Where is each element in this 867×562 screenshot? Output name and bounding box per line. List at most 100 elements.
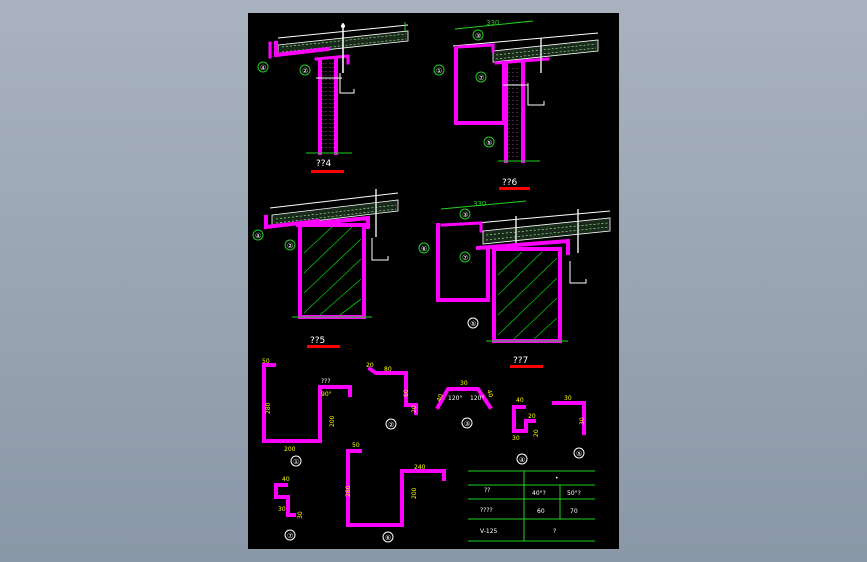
profile-2: 20 80 60 20 ② — [366, 362, 418, 430]
flashing-left — [274, 41, 331, 58]
wall-infill — [322, 63, 334, 151]
callout-label: ⑦ — [287, 532, 293, 540]
detail-5: ④ ② ??5 — [252, 189, 399, 348]
table-cell: 60 — [537, 508, 545, 515]
callout-circle — [290, 455, 302, 467]
concrete-hatch — [497, 251, 558, 340]
parapet-flashing — [436, 223, 490, 302]
dim-text: 280 — [265, 402, 272, 414]
callout-label: ① — [436, 67, 442, 75]
profile-shape — [262, 363, 352, 443]
callout-label: ⑦ — [462, 254, 468, 262]
profile-shape — [367, 366, 418, 415]
cap-flashing — [456, 43, 495, 53]
dim-text: 40 — [485, 389, 494, 399]
callout-circle — [418, 242, 430, 254]
dim-text: 20 — [366, 362, 374, 369]
ridge-line — [452, 32, 599, 47]
insulation-hatch — [485, 222, 609, 241]
detail-title: ??5 — [310, 336, 325, 346]
callout-label: ⑤ — [470, 320, 476, 328]
cad-drawing: ④ ② ??4 330 ③ ① ⑦ ⑤ ??6 — [252, 19, 611, 543]
dim-text: 90° — [321, 391, 332, 398]
insulation-hatch — [281, 33, 407, 53]
title-underline — [311, 170, 344, 173]
callout-circle — [459, 208, 471, 220]
callout-label: ② — [302, 67, 308, 75]
callout-circle — [284, 239, 296, 251]
dim-text: 120° — [448, 395, 462, 402]
title-underline — [307, 345, 340, 348]
callout-label: ① — [293, 458, 299, 466]
spec-table: • ?? 40°? 50°? ???? 60 70 V-125 ? — [468, 470, 595, 542]
roof-panel — [492, 39, 599, 63]
callout-label: ④ — [519, 456, 525, 464]
title-underline — [510, 365, 543, 368]
callout-circle — [467, 317, 479, 329]
dim-text: 50 — [352, 442, 360, 449]
profile-shape — [274, 483, 296, 517]
dim-text: 50 — [262, 358, 270, 365]
dim-text: 80 — [384, 366, 392, 373]
dim-text: 30 — [512, 435, 520, 442]
dim-text: 20 — [528, 413, 536, 420]
profile-6: 50 280 240 200 ⑥ — [345, 442, 446, 543]
wall-column — [318, 56, 338, 155]
table-cell: 40°? — [532, 490, 546, 497]
roof-panel — [271, 199, 399, 227]
dim-text: 30 — [579, 417, 586, 425]
dim-text: 30 — [460, 380, 468, 387]
callout-label: ③ — [462, 211, 468, 219]
dim-text: 20 — [411, 405, 418, 413]
dim-text: 200 — [284, 446, 296, 453]
dim-text: 240 — [414, 464, 426, 471]
fastener-head — [341, 24, 345, 28]
wall-block — [492, 247, 562, 343]
callout-label: ② — [287, 242, 293, 250]
gutter-bracket — [475, 238, 570, 255]
callout-label: ④ — [255, 232, 261, 240]
wall-block — [298, 223, 366, 319]
profile-shape — [552, 401, 586, 435]
callout-circle — [459, 251, 471, 263]
callout-circle — [472, 29, 484, 41]
callout-label: ③ — [464, 420, 470, 428]
dim-text: 30 — [564, 395, 572, 402]
callout-label: ② — [388, 421, 394, 429]
callout-circle — [257, 61, 269, 73]
callout-label: ⑦ — [478, 74, 484, 82]
callout-circle — [516, 453, 528, 465]
dim-text: 60 — [403, 389, 410, 397]
profile-5: 30 30 ⑤ — [552, 395, 586, 459]
callout-circle — [483, 136, 495, 148]
dim-text: 200 — [411, 487, 418, 499]
callout-circle — [461, 417, 473, 429]
dim-text: 40 — [516, 397, 524, 404]
callout-label: ⑤ — [576, 450, 582, 458]
detail-title: ??6 — [502, 178, 518, 188]
concrete-hatch — [303, 226, 362, 316]
profile-7: 40 30 30 ⑦ — [274, 476, 304, 541]
table-cell: 70 — [570, 508, 578, 515]
profile-1: 50 280 200 200 ??? 90° ① — [262, 358, 352, 467]
table-header: • — [555, 475, 559, 482]
callout-circle — [573, 447, 585, 459]
detail-6: 330 ③ ① ⑦ ⑤ ??6 — [433, 19, 599, 190]
gutter-bracket — [295, 215, 370, 229]
dim-text: 280 — [345, 485, 352, 497]
roof-panel — [482, 217, 611, 245]
callout-circle — [433, 64, 445, 76]
callout-label: ④ — [260, 64, 266, 72]
dim-text: 330 — [473, 200, 486, 208]
profile-shape — [435, 387, 493, 410]
wall-column — [504, 61, 525, 163]
callout-circle — [299, 64, 311, 76]
detail-title: ??4 — [316, 159, 332, 169]
cap-flashing — [440, 221, 483, 233]
detail-7: 330 ③ ⑥ ⑦ ⑤ ??7 — [418, 200, 611, 368]
callout-circle — [382, 531, 394, 543]
downpipe — [371, 238, 389, 261]
dim-text: ??? — [321, 378, 331, 385]
dim-line — [440, 200, 527, 210]
gutter-bracket — [494, 57, 550, 65]
